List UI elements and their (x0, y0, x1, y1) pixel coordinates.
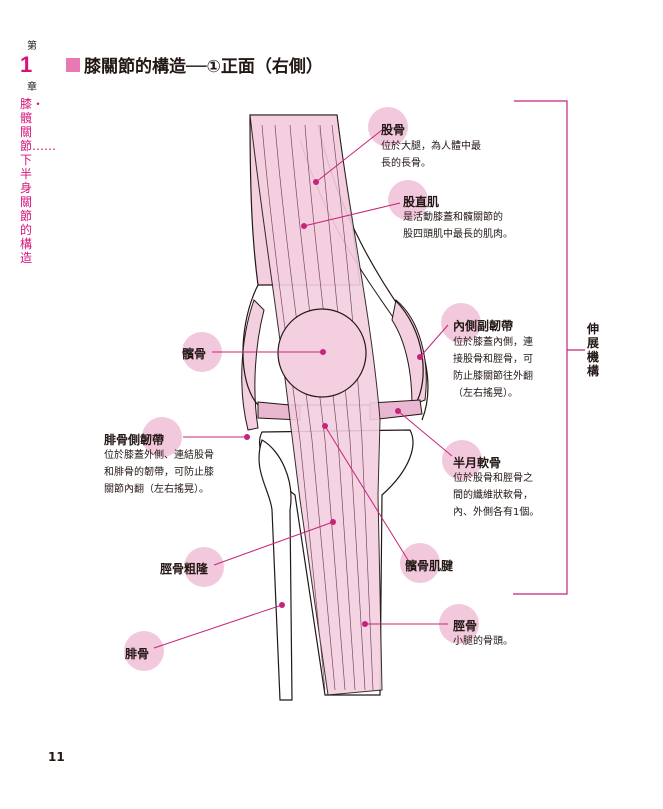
label-tibia: 脛骨 (453, 619, 478, 633)
desc-line: 關節內翻（左右搖晃）。 (104, 484, 209, 495)
desc-line: 內、外側各有1個。 (453, 507, 540, 518)
chapter-suffix: 章 (27, 82, 37, 93)
desc-line: 位於股骨和脛骨之 (453, 473, 533, 484)
chapter-prefix: 第 (27, 41, 37, 52)
desc-line: 位於膝蓋內側，連 (453, 337, 533, 348)
label-rectus-femoris: 股直肌 (403, 195, 440, 209)
fibre-lines (261, 124, 374, 691)
title-block: 膝關節的構造──①正面（右側） (66, 52, 323, 77)
lcl-shape (241, 299, 265, 431)
label-patella: 髕骨 (182, 347, 207, 361)
chapter-title: 膝・髖關節……下半身關節的構造 (20, 97, 57, 265)
desc-mcl: 位於膝蓋內側，連 接股骨和脛骨，可 防止膝關節往外翻 （左右搖晃）。 (453, 334, 533, 402)
desc-line: 股四頭肌中最長的肌肉。 (403, 229, 513, 240)
desc-line: 防止膝關節往外翻 (453, 371, 533, 382)
chapter-number: 1 (20, 52, 33, 77)
page-number: 11 (48, 750, 65, 764)
desc-line: 接股骨和脛骨，可 (453, 354, 533, 365)
desc-line: 間的纖維狀軟骨， (453, 490, 533, 501)
desc-line: 是活動膝蓋和髖關節的 (403, 212, 503, 223)
quad-tendon (249, 114, 383, 696)
label-mcl: 內側副韌帶 (453, 319, 514, 333)
label-fibula: 腓骨 (125, 647, 150, 661)
extensor-bracket (513, 100, 585, 595)
desc-tibia: 小腿的骨頭。 (453, 633, 513, 650)
leader-dots (244, 179, 423, 627)
desc-line: 和腓骨的韌帶，可防止膝 (104, 467, 214, 478)
desc-meniscus: 位於股骨和脛骨之 間的纖維狀軟骨， 內、外側各有1個。 (453, 470, 539, 521)
desc-line: 位於膝蓋外側、連結股骨 (104, 450, 214, 461)
desc-rectus-femoris: 是活動膝蓋和髖關節的 股四頭肌中最長的肌肉。 (403, 209, 513, 243)
leader-lines (153, 129, 453, 649)
desc-lcl: 位於膝蓋外側、連結股骨 和腓骨的韌帶，可防止膝 關節內翻（左右搖晃）。 (104, 447, 214, 498)
desc-line: 長的長骨。 (381, 158, 431, 169)
extensor-mechanism-label: 伸展機構 (587, 322, 600, 378)
label-meniscus: 半月軟骨 (453, 456, 502, 470)
fibula-shape (258, 439, 293, 701)
label-patellar-tendon: 髕骨肌腱 (405, 559, 454, 573)
desc-femur: 位於大腿，為人體中最 長的長骨。 (381, 138, 481, 172)
desc-line: （左右搖晃）。 (453, 388, 518, 399)
desc-line: 位於大腿，為人體中最 (381, 141, 481, 152)
page-title: 膝關節的構造──①正面（右側） (84, 57, 323, 77)
label-tibial-tuberosity: 脛骨粗隆 (160, 562, 209, 576)
title-square-icon (66, 57, 80, 72)
desc-line: 小腿的骨頭。 (453, 636, 513, 647)
label-circles (124, 107, 482, 671)
label-lcl: 腓骨側韌帶 (104, 433, 165, 447)
label-femur: 股骨 (381, 123, 406, 137)
